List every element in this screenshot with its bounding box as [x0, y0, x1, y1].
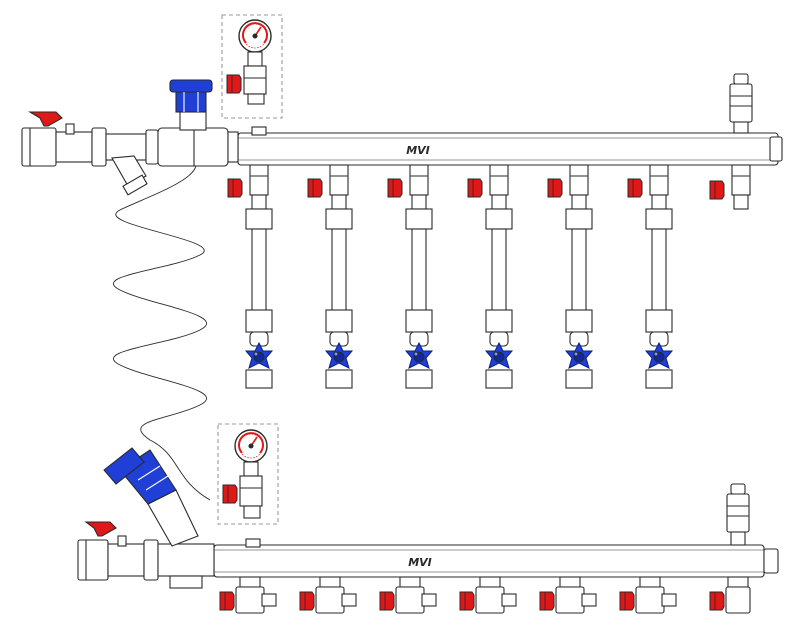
capillary-tube — [112, 149, 211, 501]
flow-meter-icon — [627, 164, 673, 389]
angled-balancing-valve-icon — [103, 447, 215, 589]
flow-meter-icon — [227, 164, 273, 389]
drain-valve-icon — [379, 576, 437, 614]
drain-valve-icon — [709, 576, 751, 614]
balancing-valve-icon — [157, 79, 239, 167]
flow-meter-icon — [467, 164, 513, 389]
drain-valve-icon — [219, 576, 277, 614]
return-outlets — [219, 576, 751, 614]
pressure-gauge-icon — [217, 423, 279, 525]
return-manifold: MVI — [77, 423, 779, 614]
strainer-icon — [105, 129, 159, 196]
air-vent-icon — [726, 483, 750, 546]
drain-valve-icon — [619, 576, 677, 614]
pressure-gauge-icon — [221, 14, 283, 119]
supply-outlets — [227, 164, 751, 389]
flow-meter-icon — [387, 164, 433, 389]
return-brand-mark: MVI — [408, 556, 432, 569]
drain-valve-icon — [299, 576, 357, 614]
flow-meter-icon — [307, 164, 353, 389]
ball-valve-icon — [77, 521, 159, 581]
air-vent-icon — [729, 73, 753, 134]
ball-valve-icon — [21, 111, 107, 167]
drain-valve-icon — [459, 576, 517, 614]
supply-brand-mark: MVI — [406, 144, 430, 157]
supply-manifold: MVI — [21, 14, 783, 389]
flow-meter-icon — [547, 164, 593, 389]
drain-valve-icon — [539, 576, 597, 614]
lockshield-valve-icon — [709, 164, 751, 210]
